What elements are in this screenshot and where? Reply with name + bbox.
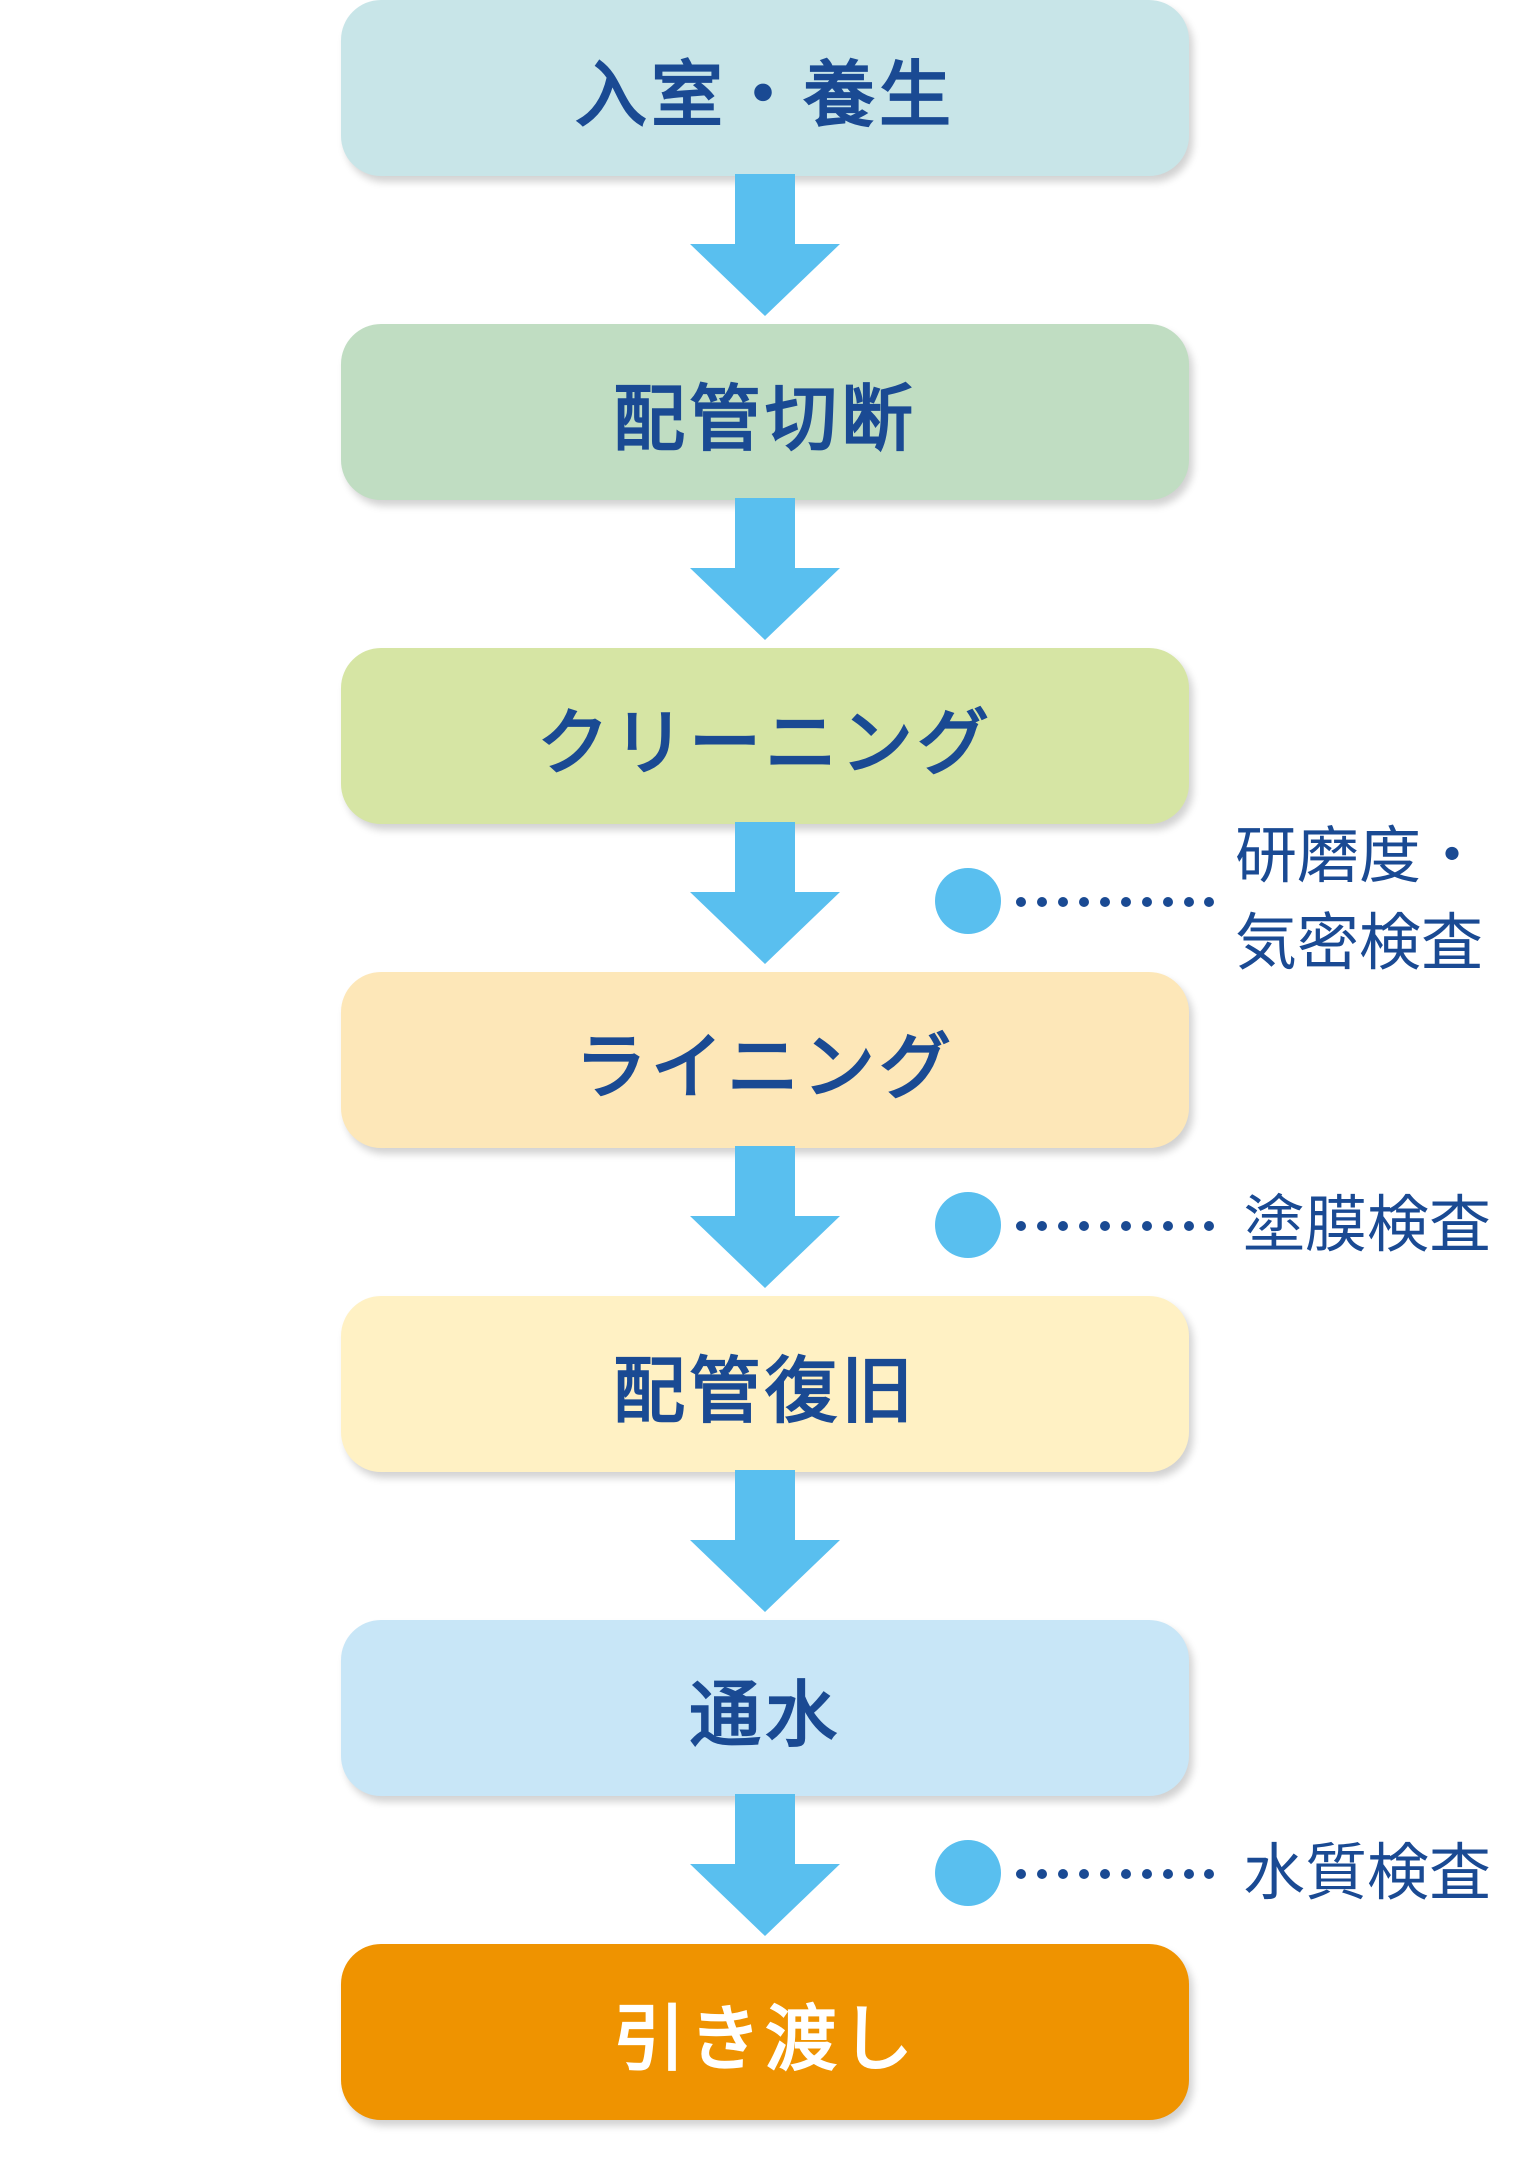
step-label: 引き渡し xyxy=(612,1996,917,2081)
step-label: 配管切断 xyxy=(612,376,917,461)
step-label: クリーニング xyxy=(536,700,993,785)
dotted-leader-icon xyxy=(1015,1868,1215,1880)
step-label: ライニング xyxy=(574,1024,955,1109)
step-label: 配管復旧 xyxy=(612,1348,917,1433)
step-water-flow: 通水 xyxy=(341,1620,1189,1796)
step-pipe-restoration: 配管復旧 xyxy=(341,1296,1189,1472)
checkpoint-dot-icon xyxy=(935,1840,1001,1906)
checkpoint-label-line1: 研磨度・ xyxy=(1235,819,1484,892)
checkpoint-label: 塗膜検査 xyxy=(1243,1188,1492,1261)
step-entry-curing: 入室・養生 xyxy=(341,0,1189,176)
flow-arrow-down-icon xyxy=(690,1146,840,1291)
flow-arrow-down-icon xyxy=(690,498,840,643)
checkpoint-label: 水質検査 xyxy=(1243,1836,1492,1909)
flow-arrow-down-icon xyxy=(690,1794,840,1939)
flow-arrow-down-icon xyxy=(690,1470,840,1615)
step-pipe-cutting: 配管切断 xyxy=(341,324,1189,500)
step-label: 入室・養生 xyxy=(574,52,955,137)
step-label: 通水 xyxy=(688,1672,841,1757)
flow-arrow-down-icon xyxy=(690,174,840,319)
dotted-leader-icon xyxy=(1015,1220,1215,1232)
step-cleaning: クリーニング xyxy=(341,648,1189,824)
step-handover: 引き渡し xyxy=(341,1944,1189,2120)
flow-arrow-down-icon xyxy=(690,822,840,967)
dotted-leader-icon xyxy=(1015,896,1215,908)
step-lining: ライニング xyxy=(341,972,1189,1148)
checkpoint-dot-icon xyxy=(935,1192,1001,1258)
checkpoint-dot-icon xyxy=(935,868,1001,934)
checkpoint-label-line2: 気密検査 xyxy=(1235,906,1484,979)
